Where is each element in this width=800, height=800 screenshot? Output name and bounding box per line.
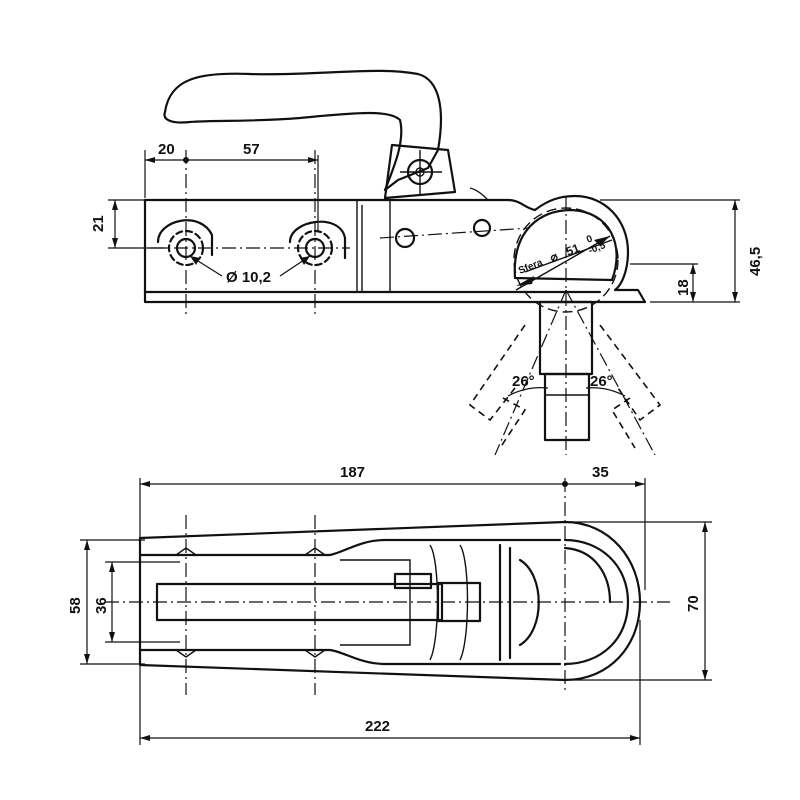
dim-total-height: 46,5: [747, 247, 764, 276]
handle: [163, 69, 443, 192]
ball-socket: [513, 196, 619, 455]
ball-label: Sfera: [517, 257, 545, 277]
dim-hole-height: 21: [90, 215, 107, 232]
dim-width-36-label: 36: [93, 597, 110, 614]
dim-width-70: [565, 521, 712, 681]
dim-top-horizontal: [144, 150, 319, 232]
dim-hole-spacing: 57: [243, 141, 260, 158]
body-hole-1: [394, 227, 416, 249]
handle-pivot-block: [383, 143, 457, 200]
angle-left: 26°: [512, 373, 535, 390]
dim-hole-offset: 20: [158, 141, 175, 158]
top-view: 187 35 222 58 36: [67, 464, 712, 745]
dim-width-58-label: 58: [67, 597, 84, 614]
articulation-range: [468, 289, 662, 456]
dim-hole-diameter: Ø 10,2: [226, 269, 271, 286]
ball-tol-upper: 0: [585, 233, 595, 245]
dim-ball-height: 18: [675, 279, 692, 296]
coupling-body: [143, 194, 647, 304]
mounting-hole-1: [156, 219, 214, 267]
dim-length-187: 187: [340, 464, 365, 481]
dim-total-length: [139, 620, 641, 745]
dim-width-70-label: 70: [685, 595, 702, 612]
ball-dim: 51: [564, 241, 582, 259]
dim-top-length: [139, 478, 646, 590]
dim-hole-diameter-leader: [189, 255, 311, 277]
angle-right: 26°: [590, 373, 613, 390]
dim-width-58: [80, 539, 145, 665]
body-hole-2: [472, 218, 492, 238]
dim-length-35: 35: [592, 464, 609, 481]
dim-width-36: [105, 561, 180, 643]
dim-right-vertical: [600, 199, 740, 303]
dim-left-vertical: [108, 199, 170, 249]
side-view: 20 57 21 Ø 10,2: [90, 69, 764, 456]
dim-total-length-label: 222: [365, 718, 390, 735]
